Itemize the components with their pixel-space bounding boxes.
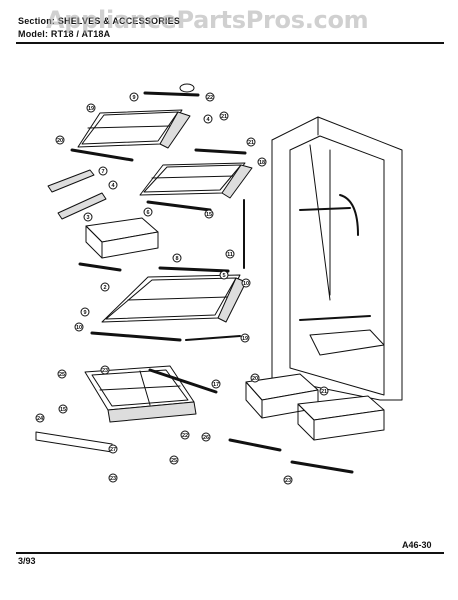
- callout-number: 20: [252, 376, 258, 382]
- callout-number: 25: [59, 372, 65, 378]
- callout-number: 6: [146, 210, 149, 216]
- callout-number: 22: [182, 433, 188, 439]
- page-code: A46-30: [402, 540, 432, 550]
- callout: 20: [250, 373, 260, 383]
- revision-date: 3/93: [18, 556, 36, 566]
- crisper-cover-assembly: [35, 365, 218, 453]
- callout: 17: [211, 379, 221, 389]
- callout: 8: [172, 253, 182, 263]
- callout: 10: [74, 322, 84, 332]
- callout-number: 10: [76, 325, 82, 331]
- callout-number: 9: [132, 95, 135, 101]
- callout-number: 11: [227, 252, 233, 258]
- callout-number: 17: [213, 382, 219, 388]
- footer-rule: [16, 552, 444, 554]
- callout: 18: [257, 157, 267, 167]
- callout: 10: [241, 278, 251, 288]
- callout: 9: [80, 307, 90, 317]
- callout-number: 23: [102, 368, 108, 374]
- callout: 19: [240, 333, 250, 343]
- callout: 21: [319, 386, 329, 396]
- callout: 20: [55, 135, 65, 145]
- middle-shelf-assembly: [139, 148, 253, 212]
- watermark-logo: AppliancePartsPros.com: [46, 6, 369, 34]
- callout: 21: [219, 111, 229, 121]
- callout: 27: [108, 444, 118, 454]
- callout: 4: [108, 180, 118, 190]
- callout: 11: [225, 249, 235, 259]
- callout: 3: [83, 212, 93, 222]
- callout: 22: [205, 92, 215, 102]
- callout: 25: [57, 369, 67, 379]
- callout-number: 22: [207, 95, 213, 101]
- callout: 5: [219, 270, 229, 280]
- callout-number: 15: [206, 212, 212, 218]
- callout: 15: [204, 209, 214, 219]
- callout-number: 24: [37, 416, 44, 422]
- callout: 22: [180, 430, 190, 440]
- section-value: SHELVES & ACCESSORIES: [57, 16, 181, 26]
- callout-number: 10: [243, 281, 249, 287]
- callout-number: 5: [222, 273, 225, 279]
- callout-number: 15: [60, 407, 66, 413]
- callout-number: 25: [171, 458, 177, 464]
- model-value: RT18 / AT18A: [50, 29, 111, 39]
- callout-number: 4: [111, 183, 115, 189]
- upper-shelf-assembly: [70, 83, 200, 162]
- section-heading: Section: SHELVES & ACCESSORIES: [18, 16, 180, 26]
- callout: 23: [283, 475, 293, 485]
- crisper-drawers: [228, 373, 385, 474]
- callout-number: 9: [83, 310, 86, 316]
- callout: 7: [98, 166, 108, 176]
- callout-number: 20: [57, 138, 63, 144]
- part-callouts: 9 19 22 4 20 21 21 18 7 4 6 15 3 11 10 8…: [35, 92, 329, 485]
- callout: 23: [108, 473, 118, 483]
- callout: 23: [100, 365, 110, 375]
- callout-number: 2: [103, 285, 106, 291]
- callout-number: 26: [203, 435, 209, 441]
- callout: 2: [100, 282, 110, 292]
- section-label: Section:: [18, 16, 56, 26]
- callout-number: 27: [110, 447, 116, 453]
- callout-number: 7: [101, 169, 104, 175]
- callout: 21: [246, 137, 256, 147]
- callout: 9: [129, 92, 139, 102]
- refrigerator-cabinet: [271, 116, 403, 401]
- callout-number: 3: [86, 215, 89, 221]
- callout-number: 8: [175, 256, 178, 262]
- model-heading: Model: RT18 / AT18A: [18, 29, 110, 39]
- callout: 26: [201, 432, 211, 442]
- callout: 4: [203, 114, 213, 124]
- callout: 19: [86, 103, 96, 113]
- callout-number: 4: [206, 117, 210, 123]
- callout-number: 23: [285, 478, 291, 484]
- callout: 25: [169, 455, 179, 465]
- callout-number: 18: [259, 160, 265, 166]
- lower-shelf-assembly: [90, 266, 247, 342]
- header-rule: [16, 42, 444, 44]
- callout-number: 19: [242, 336, 248, 342]
- callout-number: 23: [110, 476, 116, 482]
- callout-number: 19: [88, 106, 94, 112]
- callout-number: 21: [321, 389, 327, 395]
- shelf-rails: [47, 169, 107, 220]
- model-label: Model:: [18, 29, 49, 39]
- meat-keeper-pan: [78, 217, 159, 272]
- callout: 6: [143, 207, 153, 217]
- callout: 24: [35, 413, 45, 423]
- callout-number: 21: [248, 140, 254, 146]
- callout-number: 21: [221, 114, 227, 120]
- callout: 15: [58, 404, 68, 414]
